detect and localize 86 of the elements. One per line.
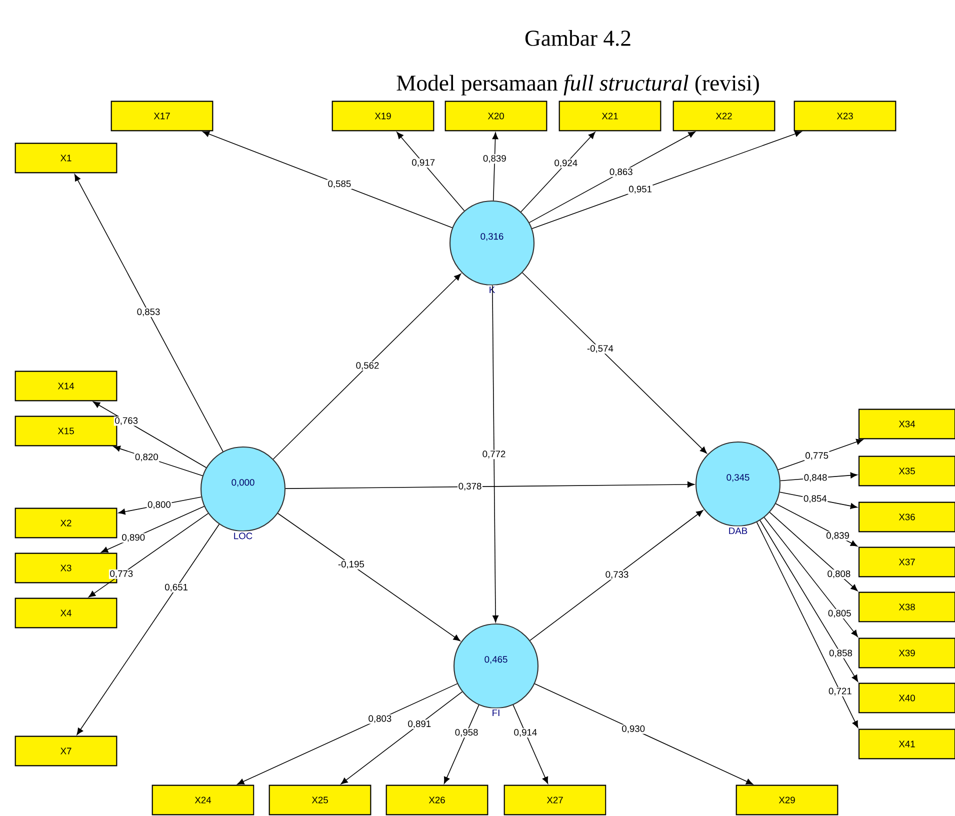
edge-label: 0,820 (134, 452, 160, 462)
indicator-box: X21 (558, 100, 662, 132)
arrow (769, 512, 858, 592)
indicator-box: X35 (858, 456, 955, 486)
arrow (396, 132, 465, 212)
indicator-box: X14 (14, 370, 118, 402)
indicator-box: X17 (110, 100, 214, 132)
edge-label: 0,585 (326, 180, 352, 189)
edge-label: 0,853 (136, 308, 161, 317)
indicator-box: X4 (14, 598, 118, 628)
arrow (492, 285, 499, 622)
edge-label: 0,914 (512, 728, 538, 738)
indicator-box: X1 (14, 142, 118, 174)
indicator-box: X37 (858, 546, 955, 578)
indicator-box: X25 (268, 784, 372, 816)
indicator-box: X41 (858, 728, 955, 760)
circle-label: FI (490, 708, 502, 718)
edge-label: 0,808 (826, 570, 852, 579)
edge-label: 0,839 (825, 531, 850, 541)
circle-label: DAB (727, 526, 749, 536)
arrow (285, 482, 694, 489)
edge-label: 0,839 (482, 154, 508, 164)
edge-label: 0,775 (804, 451, 830, 461)
edge-label: 0,848 (803, 473, 828, 483)
arrow (88, 513, 209, 598)
arrow (76, 524, 220, 735)
arrow (237, 683, 458, 785)
arrow (756, 522, 858, 728)
arrow (444, 704, 480, 784)
indicator-box: X36 (858, 502, 955, 532)
title: Gambar 4.2 (525, 30, 630, 46)
arrow (492, 132, 498, 201)
arrow (202, 131, 453, 228)
arrow (93, 402, 207, 468)
edge-label: 0,858 (828, 648, 854, 658)
edge-label: 0,721 (828, 686, 853, 696)
indicator-box: X39 (858, 638, 955, 668)
edge-label: 0,763 (114, 416, 139, 426)
edge-label: 0,773 (108, 570, 134, 579)
edge-label: 0,890 (120, 533, 146, 543)
arrow (534, 683, 754, 785)
indicator-box: X7 (14, 736, 118, 766)
indicator-box: X29 (736, 784, 838, 816)
edge-label: 0,854 (802, 494, 828, 504)
edge-label: 0,951 (628, 184, 653, 194)
arrow (277, 512, 460, 642)
edge-label: 0,562 (355, 361, 380, 371)
edge-label: 0,651 (164, 583, 189, 592)
edge-label: 0,917 (410, 158, 436, 168)
edge-label: -0,574 (586, 344, 614, 354)
indicator-box: X38 (858, 592, 955, 622)
edge-label: 0,863 (608, 168, 634, 177)
indicator-box: X26 (386, 784, 488, 816)
edge-label: 0,924 (553, 158, 578, 168)
arrow (764, 517, 858, 638)
edge-label: 0,930 (620, 724, 646, 734)
indicator-box: X20 (444, 100, 548, 132)
edge-label: 0,891 (406, 720, 432, 729)
indicator-box: X2 (14, 508, 118, 538)
edge-label: 0,805 (827, 609, 852, 618)
subtitle: Model persamaan full structural (revisi) (396, 74, 759, 96)
arrow (530, 510, 704, 641)
edge-label: 0,800 (146, 500, 172, 510)
circle-label: LOC (232, 531, 254, 541)
indicator-box: X27 (504, 784, 606, 816)
indicator-box: X34 (858, 408, 955, 440)
arrow (760, 520, 858, 682)
arrow (532, 130, 802, 229)
indicator-box: X24 (152, 784, 254, 816)
arrow (340, 691, 463, 784)
indicator-box: X19 (332, 100, 434, 132)
arrow (520, 132, 596, 212)
arrow (74, 174, 224, 452)
arrow (512, 704, 548, 784)
edge-label: 0,772 (482, 450, 506, 460)
edge-label: 0,803 (367, 714, 392, 724)
indicator-box: X22 (672, 100, 776, 132)
arrow (522, 272, 707, 454)
edge-label: 0,378 (458, 482, 482, 492)
arrow (528, 132, 696, 223)
edge-label: 0,733 (604, 570, 630, 580)
indicator-box: X23 (794, 100, 896, 132)
indicator-box: X40 (858, 682, 955, 714)
edge-label: 0,958 (454, 728, 480, 738)
arrow (272, 274, 462, 460)
edge-label: -0,195 (337, 560, 366, 570)
